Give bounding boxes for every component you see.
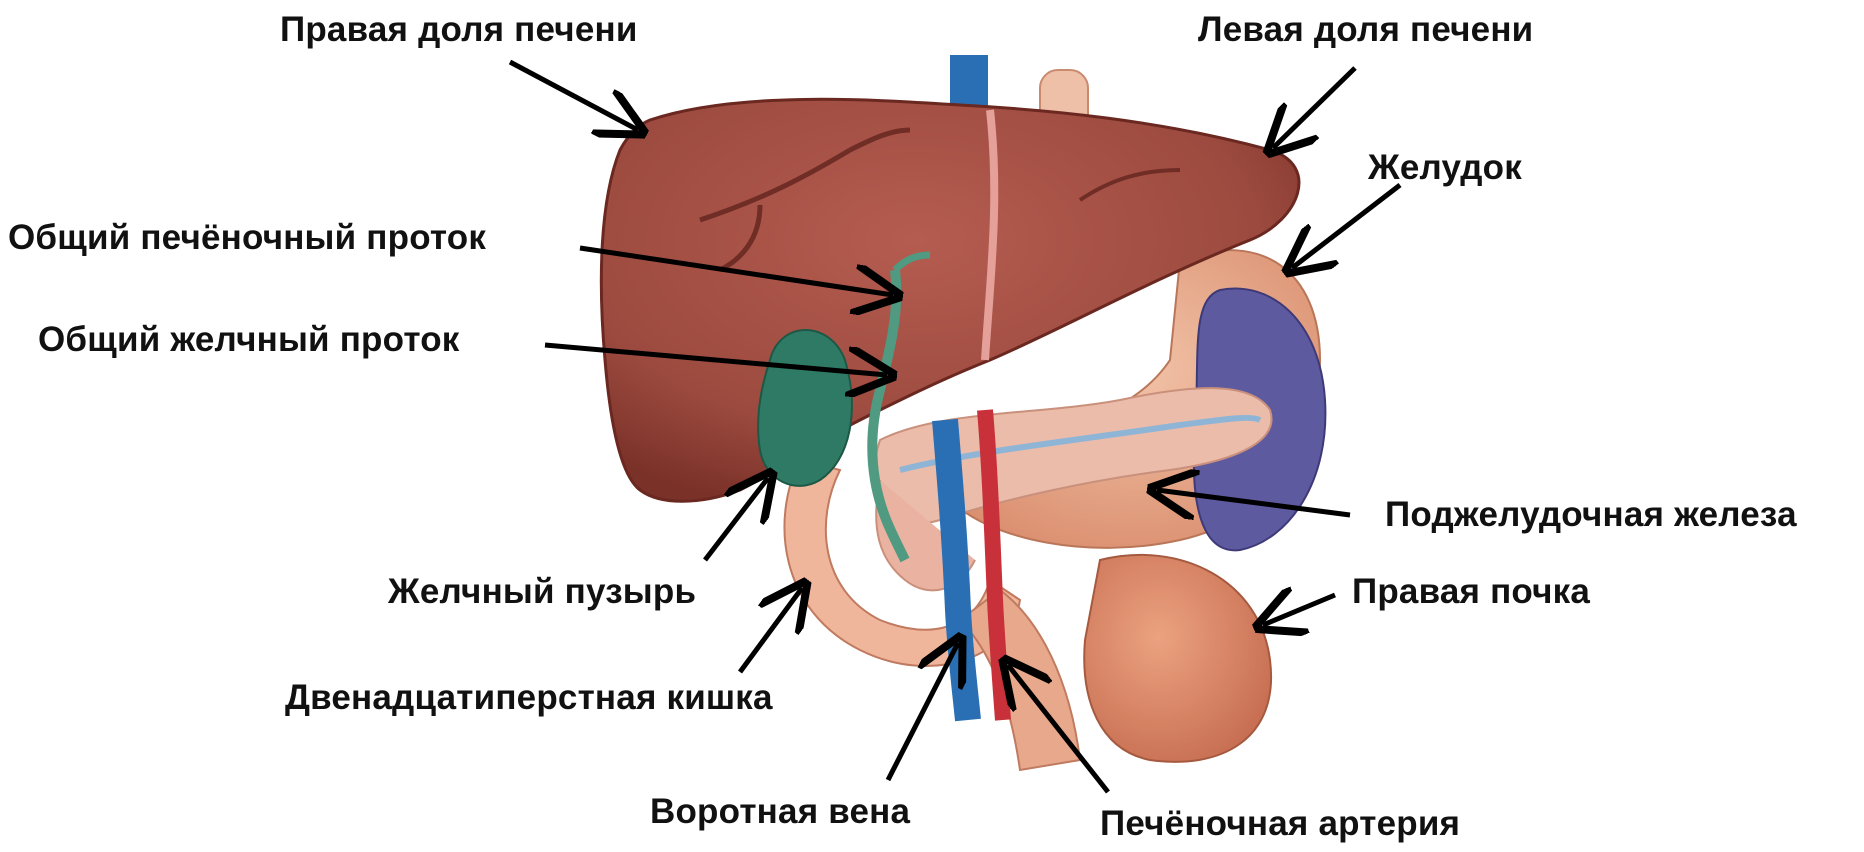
arrow-right-kidney xyxy=(1263,595,1335,625)
label-duodenum: Двенадцатиперстная кишка xyxy=(285,678,773,718)
arrow-right-lobe xyxy=(510,62,638,130)
label-left-lobe: Левая доля печени xyxy=(1198,10,1533,50)
gallbladder-shape xyxy=(758,330,852,486)
arrow-duodenum xyxy=(740,588,802,672)
label-pancreas: Поджелудочная железа xyxy=(1385,495,1797,535)
label-stomach: Желудок xyxy=(1368,148,1522,188)
label-common-hepatic-duct: Общий печёночный проток xyxy=(8,218,486,258)
label-common-bile-duct: Общий желчный проток xyxy=(38,320,460,360)
arrow-stomach xyxy=(1292,185,1400,268)
label-portal-vein: Воротная вена xyxy=(650,792,910,832)
label-right-lobe: Правая доля печени xyxy=(280,10,638,50)
label-gallbladder: Желчный пузырь xyxy=(388,572,696,612)
arrow-left-lobe xyxy=(1273,68,1355,148)
label-right-kidney: Правая почка xyxy=(1352,572,1590,612)
label-hepatic-artery: Печёночная артерия xyxy=(1100,804,1460,844)
kidney-shape xyxy=(1084,555,1271,762)
